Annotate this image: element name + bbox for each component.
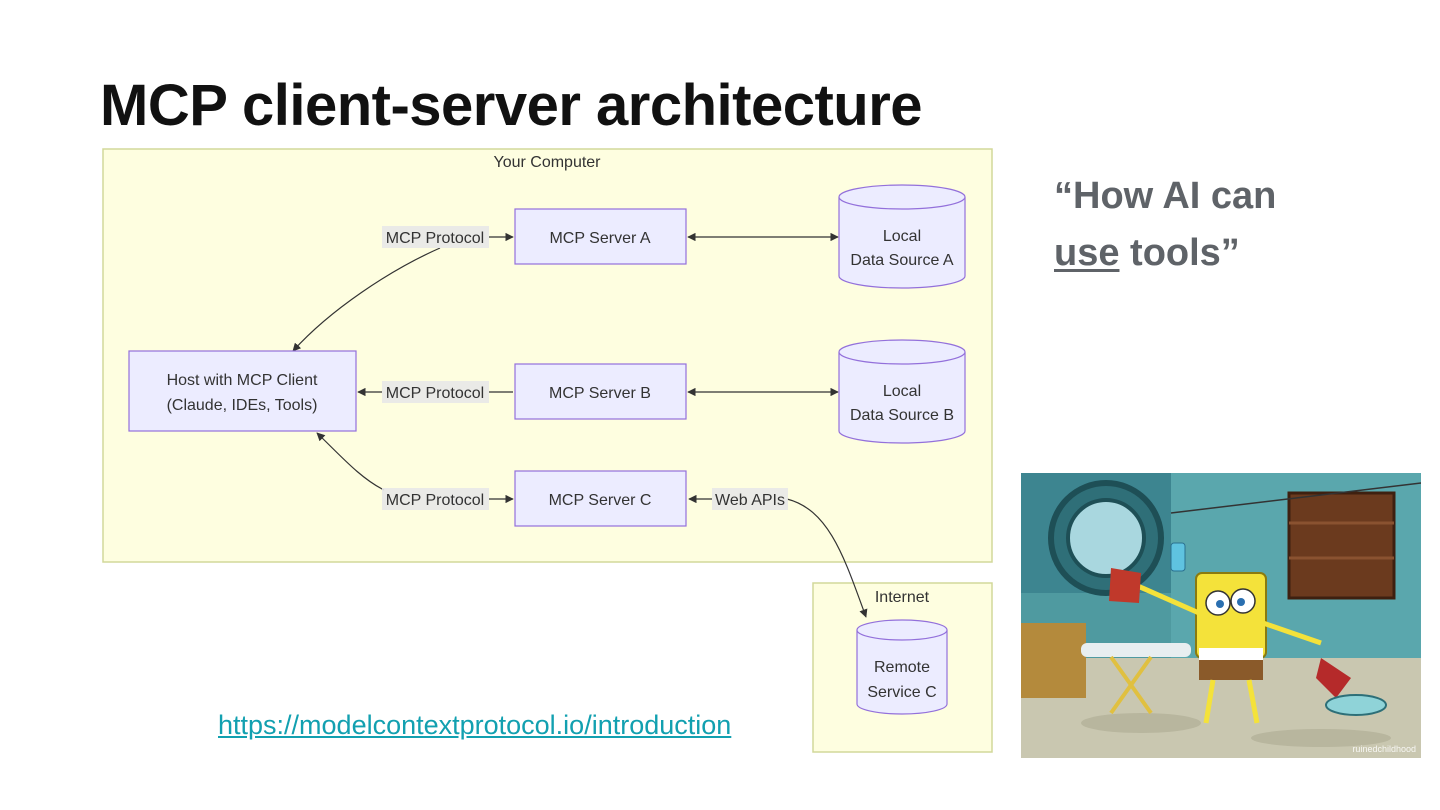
- quote-underlined-word: use: [1054, 232, 1120, 274]
- quote-text: “How AI can use tools”: [1054, 168, 1276, 282]
- server-c-label: MCP Server C: [549, 492, 652, 509]
- data-source-a-cylinder: [838, 184, 966, 289]
- quote-line2-rest: tools”: [1119, 232, 1240, 274]
- edge-server-a-to-host: [292, 247, 441, 352]
- server-a-label: MCP Server A: [549, 230, 650, 247]
- data-source-a-line2: Data Source A: [850, 252, 954, 269]
- internet-label: Internet: [875, 589, 930, 606]
- host-node: [128, 350, 357, 432]
- host-node-line1: Host with MCP Client: [167, 372, 318, 389]
- server-c-node: [514, 470, 687, 527]
- data-source-a-line1: Local: [883, 228, 921, 245]
- architecture-diagram: Your Computer Internet MCP Protocol MCP …: [102, 148, 993, 753]
- server-b-label: MCP Server B: [549, 385, 651, 402]
- edge-protocol-c-to-host: [316, 432, 385, 491]
- quote-line1: “How AI can: [1054, 175, 1277, 217]
- data-source-b-cylinder: [838, 339, 966, 444]
- edge-webapis-to-remote: [786, 498, 868, 618]
- image-watermark: ruinedchildhood: [1352, 744, 1416, 754]
- data-source-b-line1: Local: [883, 383, 921, 400]
- page-title: MCP client-server architecture: [100, 73, 923, 138]
- spongebob-cartoon-image: ruinedchildhood: [1021, 473, 1421, 758]
- remote-service-line1: Remote: [874, 659, 930, 676]
- host-node-line2: (Claude, IDEs, Tools): [167, 397, 318, 414]
- your-computer-label: Your Computer: [493, 154, 601, 171]
- edge-label-protocol-b: MCP Protocol: [386, 385, 484, 402]
- data-source-b-line2: Data Source B: [850, 407, 954, 424]
- edge-label-protocol-c: MCP Protocol: [386, 492, 484, 509]
- server-a-node: [514, 208, 687, 265]
- edge-label-web-apis: Web APIs: [715, 492, 785, 509]
- remote-service-line2: Service C: [867, 684, 936, 701]
- server-b-node: [514, 363, 687, 420]
- introduction-link[interactable]: https://modelcontextprotocol.io/introduc…: [218, 710, 732, 740]
- remote-service-cylinder: [856, 619, 948, 715]
- edge-label-protocol-a: MCP Protocol: [386, 230, 484, 247]
